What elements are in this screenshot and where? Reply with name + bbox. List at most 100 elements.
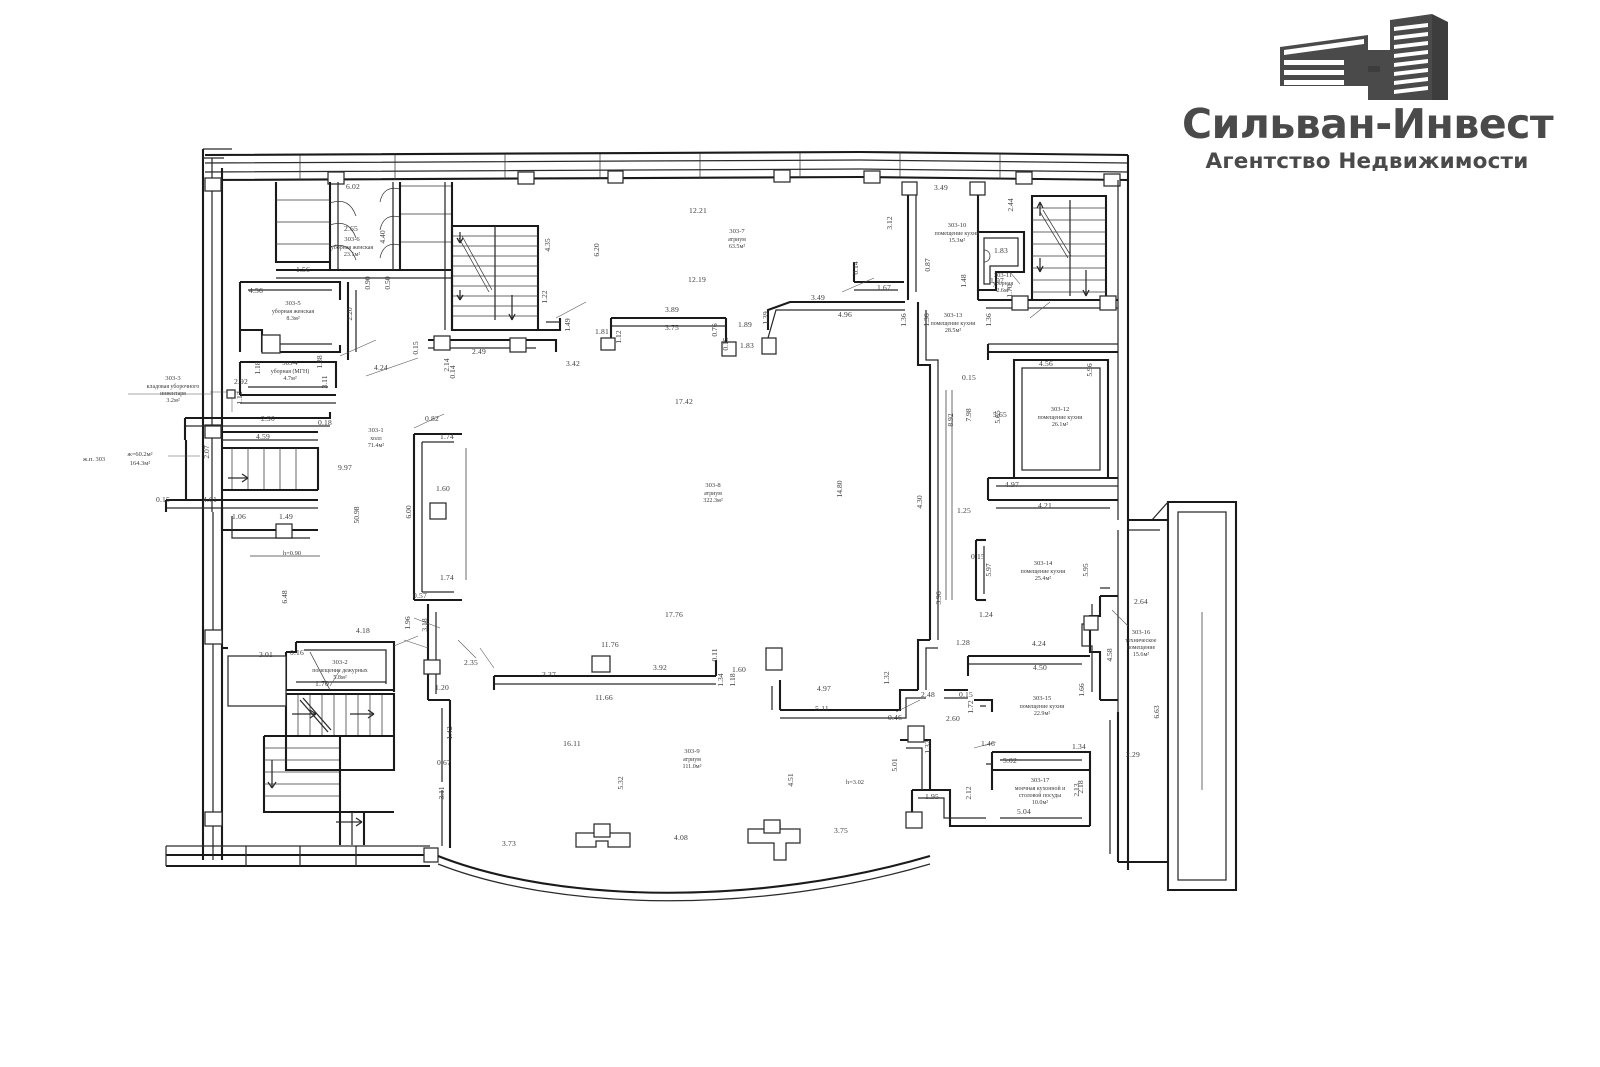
dimension-label: 0.57 [413, 591, 427, 600]
plan-walls [165, 148, 1238, 902]
dimension-label: 3.75 [834, 826, 848, 835]
dimension-label: 1.49 [279, 512, 293, 521]
dimension-label: 1.20 [435, 683, 449, 692]
room-name: атриум [728, 237, 746, 243]
dimension-label-vertical: 3.96 [934, 591, 943, 604]
dimension-label-vertical: 1.18 [253, 361, 262, 374]
room-name: инвентаря [160, 391, 186, 397]
dimension-label: 1.34 [1072, 742, 1086, 751]
rooms-top-left [183, 182, 452, 440]
dimension-label: 3.89 [665, 305, 679, 314]
dimension-label: 12.19 [688, 275, 706, 284]
room-area: 25.4м² [1035, 575, 1052, 582]
dimension-label: 3.01 [259, 650, 273, 659]
dimension-label-vertical: 5.95 [1081, 563, 1090, 576]
room-name: уборная женская [272, 308, 314, 315]
dimension-label-vertical: 1.42 [445, 726, 454, 739]
room-code: 303-16 [1132, 629, 1151, 636]
dimension-label-vertical: 1.48 [959, 274, 968, 287]
dimension-label-vertical: 7.98 [964, 408, 973, 421]
room-area: 15.3м² [949, 237, 966, 244]
dimension-label-vertical: 1.34 [716, 673, 725, 686]
plan-note: h=0.90 [283, 550, 301, 557]
atrium-boundary [412, 302, 953, 719]
room-area: 71.4м² [368, 442, 385, 449]
dimension-label-vertical: 4.58 [1105, 648, 1114, 661]
room-name: помещение кухни [1038, 415, 1084, 421]
room-code: 303-1 [368, 427, 383, 434]
room-area: 10.0м² [1032, 799, 1049, 806]
dimension-label: 2.60 [946, 714, 960, 723]
room-name: уборная (МГН) [271, 368, 310, 375]
dimension-label: 0.15 [971, 552, 985, 561]
dimension-label: 4.08 [674, 833, 688, 842]
room-code: 303-15 [1033, 695, 1052, 702]
dimension-label: 4.24 [374, 363, 388, 372]
dimension-label: 4.50 [1033, 663, 1047, 672]
dimension-label: 3.49 [934, 183, 948, 192]
dimension-label-vertical: 5.65 [993, 410, 1002, 423]
dimension-label-vertical: 0.87 [923, 258, 932, 271]
dimension-label: 2.48 [921, 690, 935, 699]
dimension-label: 0.16 [290, 648, 304, 657]
dimension-label-vertical: 2.13 [1072, 783, 1081, 796]
dimension-label-vertical: 6.48 [280, 590, 289, 603]
dimension-label-vertical: 6.00 [404, 505, 413, 518]
dimension-label-vertical: 1.12 [235, 391, 244, 404]
dimension-label-vertical: 2.12 [964, 786, 973, 799]
room-area: 15.6м² [1133, 651, 1150, 658]
dimension-label: 1.70 [315, 679, 329, 688]
room-code: 303-3 [165, 375, 181, 382]
dimension-label: 1.74 [440, 573, 454, 582]
room-area: 3.2м² [166, 397, 179, 404]
dimension-label: 2.64 [1134, 597, 1148, 606]
dimension-label: 4.56 [1039, 359, 1053, 368]
dimension-label-vertical: 1.72 [966, 700, 975, 713]
dimension-label: 11.66 [595, 693, 613, 702]
room-name: помещение кухни [1020, 704, 1066, 710]
dimension-label: 2.92 [234, 377, 248, 386]
dimension-label-vertical: 4.30 [915, 495, 924, 508]
room-area: 8.3м² [286, 315, 299, 322]
dimension-label: 0.82 [425, 414, 439, 423]
dimension-label: 9.97 [338, 463, 352, 472]
dimension-label: 0.18 [318, 418, 332, 427]
room-name: холл [370, 436, 382, 442]
room-area: 111.0м² [683, 763, 702, 770]
room-name: атриум [704, 491, 722, 497]
dimension-label: 5.11 [815, 704, 829, 713]
plan-note: h=3.02 [846, 779, 864, 786]
room-303-2 [284, 635, 419, 692]
dimension-label-vertical: 0.90 [363, 276, 372, 289]
dimension-label: 0.46 [888, 713, 902, 722]
dimension-label-vertical: 6.63 [1152, 705, 1161, 718]
room-name: атриум [683, 757, 701, 763]
room-code: 303-14 [1034, 560, 1053, 567]
dimension-label-vertical: 1.18 [728, 673, 737, 686]
dimension-label: 1.74 [440, 432, 454, 441]
dimension-label: 1.56 [296, 265, 310, 274]
dimension-label: 2.29 [1126, 750, 1140, 759]
room-code: 303-12 [1051, 406, 1070, 413]
dimension-label-vertical: 3.18 [420, 618, 429, 631]
dimension-label-vertical: 2.14 [442, 358, 451, 371]
room-name: помещение кухни [931, 321, 977, 327]
dimension-label-vertical: 5.01 [890, 758, 899, 771]
dimension-label-vertical: 1.32 [882, 671, 891, 684]
dimension-label: 2.90 [261, 414, 275, 423]
room-area: 22.9м² [1034, 710, 1051, 717]
room-code: 303-2 [332, 659, 347, 666]
dimension-label-vertical: 1.36 [899, 313, 908, 326]
staircase-lower-left [222, 646, 396, 845]
room-name: помещение кухни [1021, 569, 1067, 575]
dimension-label: 1.60 [732, 665, 746, 674]
dimension-label-vertical: 4.35 [543, 238, 552, 251]
dimension-label: 1.67 [877, 283, 891, 292]
room-area: 2.6м² [996, 287, 1009, 294]
